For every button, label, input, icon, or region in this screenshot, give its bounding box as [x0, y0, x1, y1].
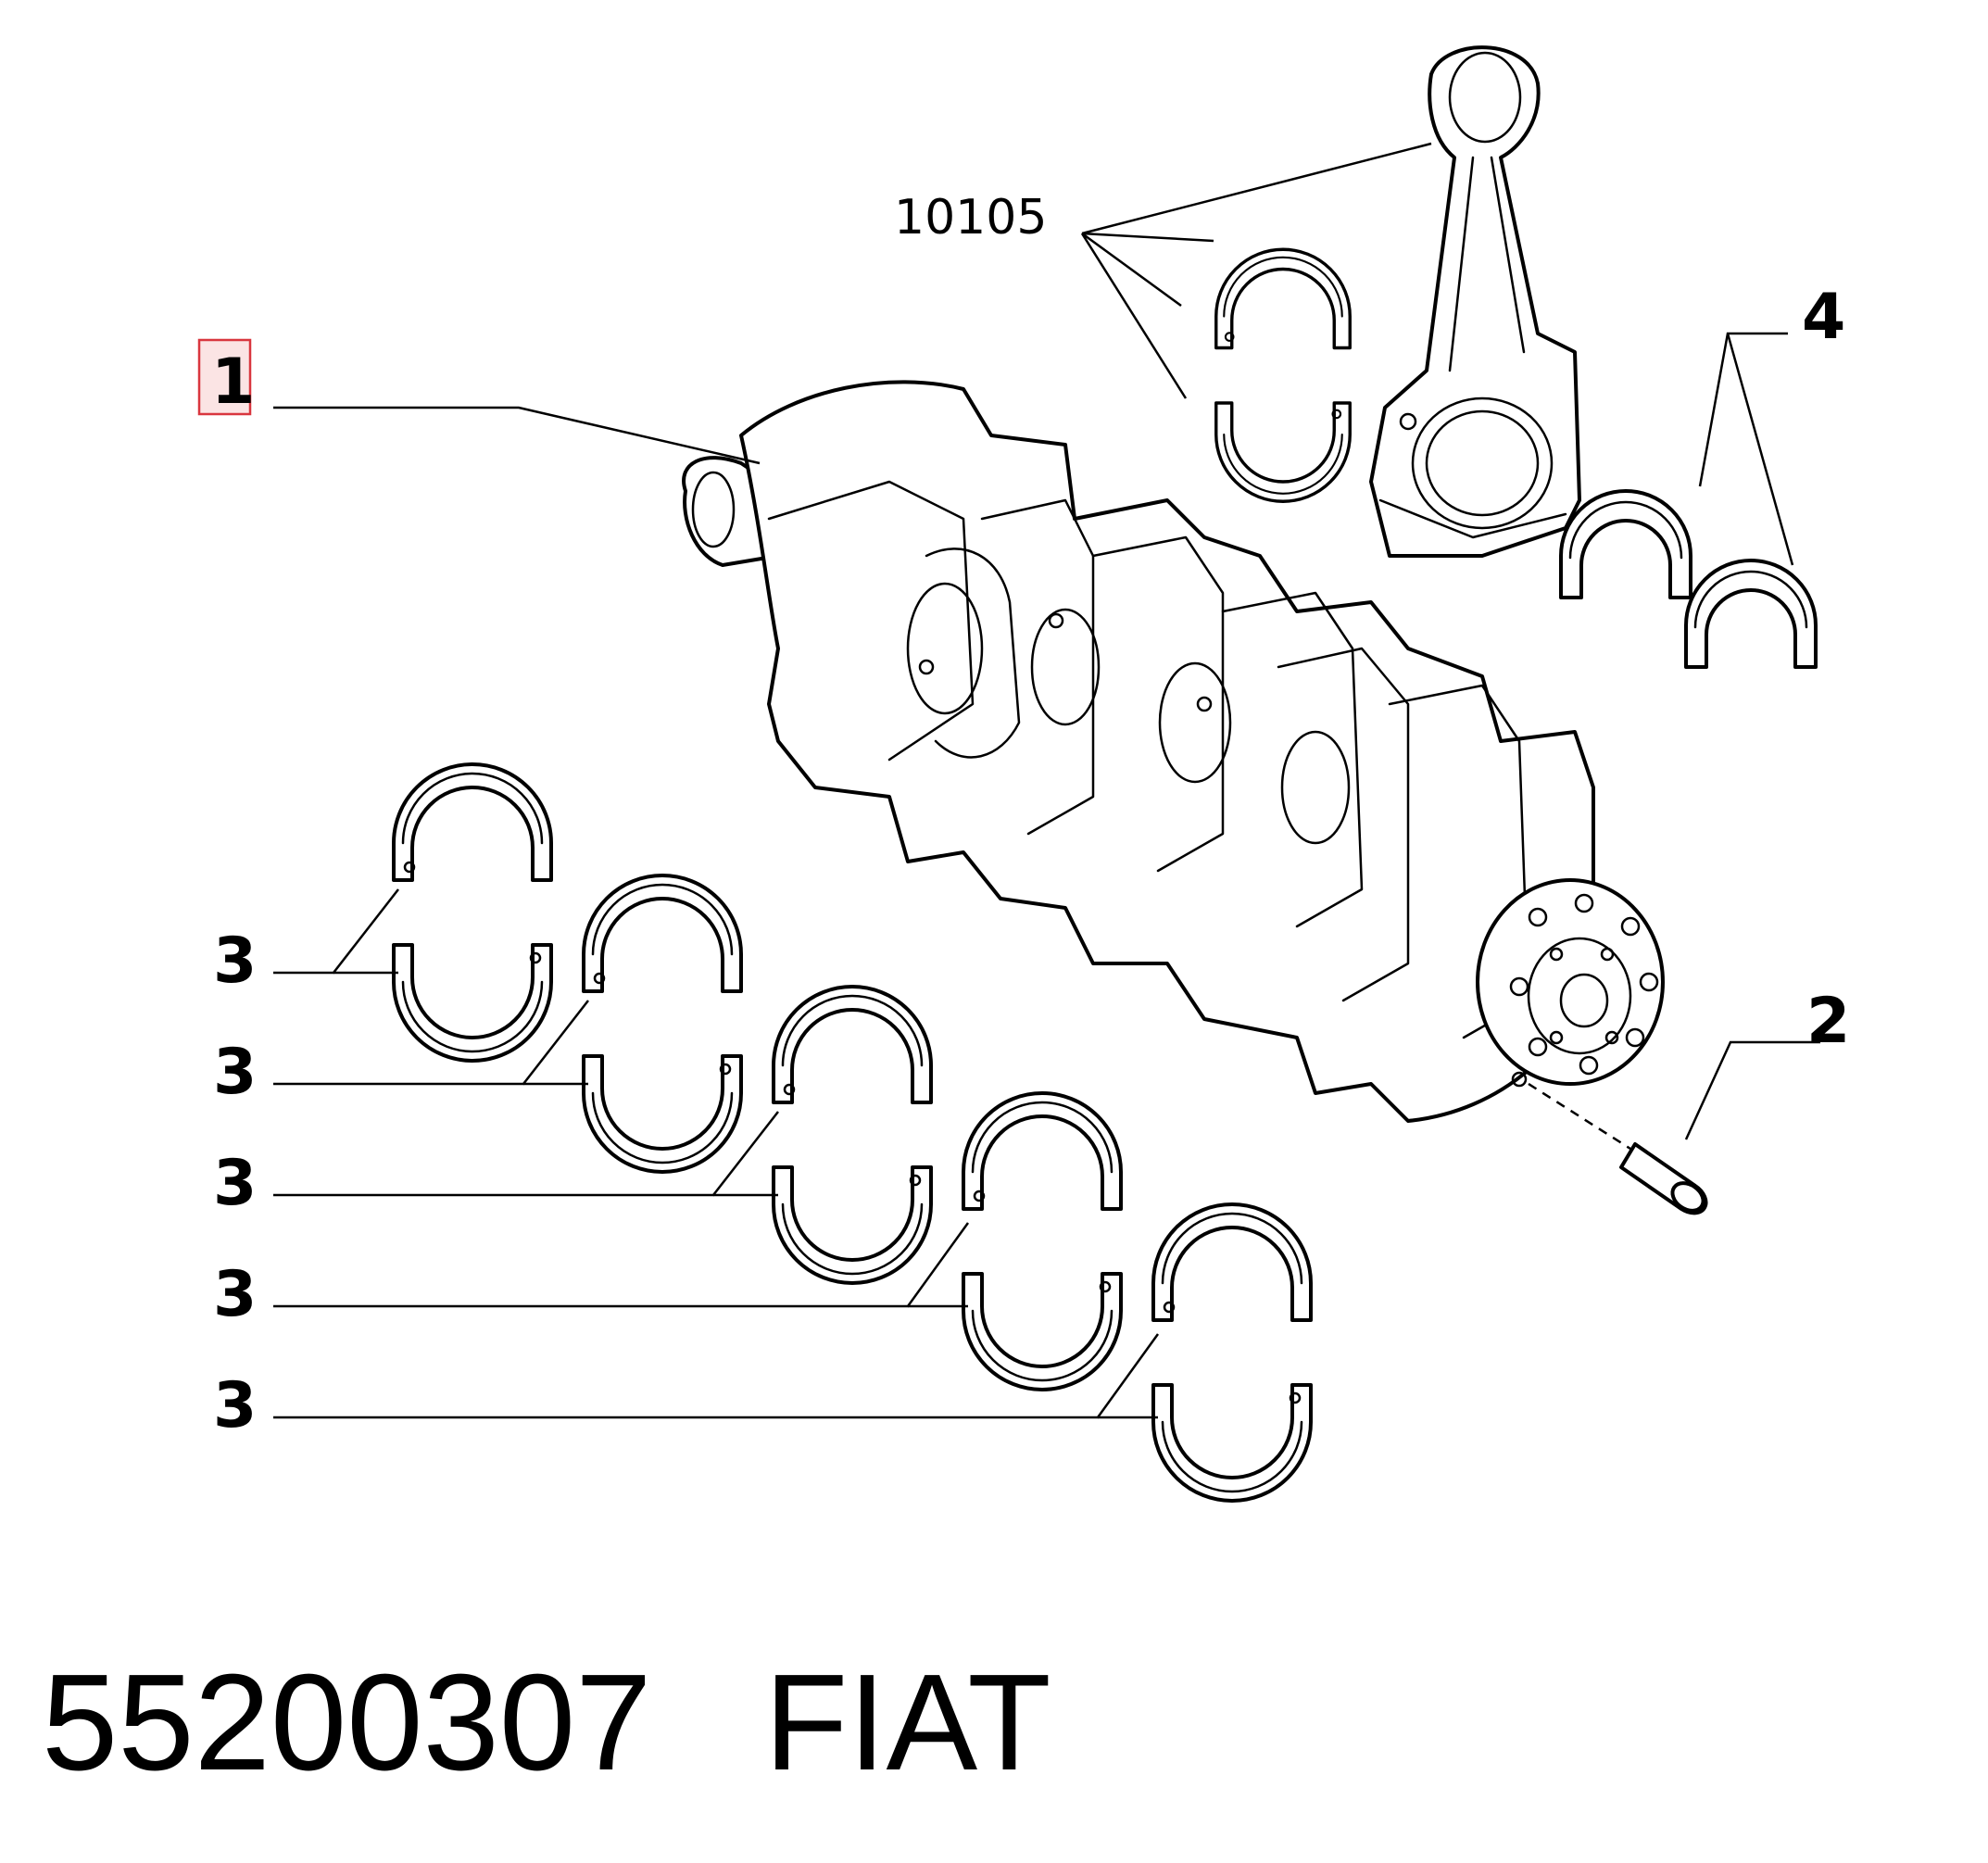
callout-item-3-b[interactable]: 3: [213, 1036, 257, 1109]
main-bearing-4: [963, 1093, 1121, 1390]
callout-item-3-a[interactable]: 3: [213, 925, 257, 998]
rod-bearing-pair: [1216, 249, 1351, 501]
thrust-washer-2: [1684, 559, 1818, 669]
crankshaft: [682, 380, 1665, 1123]
dowel-pin: [1528, 1082, 1708, 1215]
callout-item-3-c[interactable]: 3: [213, 1147, 257, 1220]
callout-item-3-d[interactable]: 3: [213, 1258, 257, 1331]
callout-item-4[interactable]: 4: [1802, 281, 1845, 354]
callout-item-3-e[interactable]: 3: [213, 1369, 257, 1442]
main-bearing-1: [394, 764, 551, 1061]
leader-lines: [273, 142, 1820, 1419]
callout-rod[interactable]: 10105: [894, 190, 1047, 245]
thrust-washer-1: [1559, 489, 1692, 599]
brand-name: FIAT: [764, 1646, 1051, 1799]
item1-highlight-box: [197, 338, 252, 416]
main-bearing-5: [1153, 1204, 1311, 1501]
callout-item-1[interactable]: 1: [211, 346, 255, 419]
part-number: 55200307: [42, 1646, 651, 1799]
main-bearing-2: [584, 875, 741, 1172]
connecting-rod: [1369, 45, 1581, 558]
callout-item-2[interactable]: 2: [1806, 985, 1850, 1058]
main-bearing-3: [774, 987, 931, 1283]
